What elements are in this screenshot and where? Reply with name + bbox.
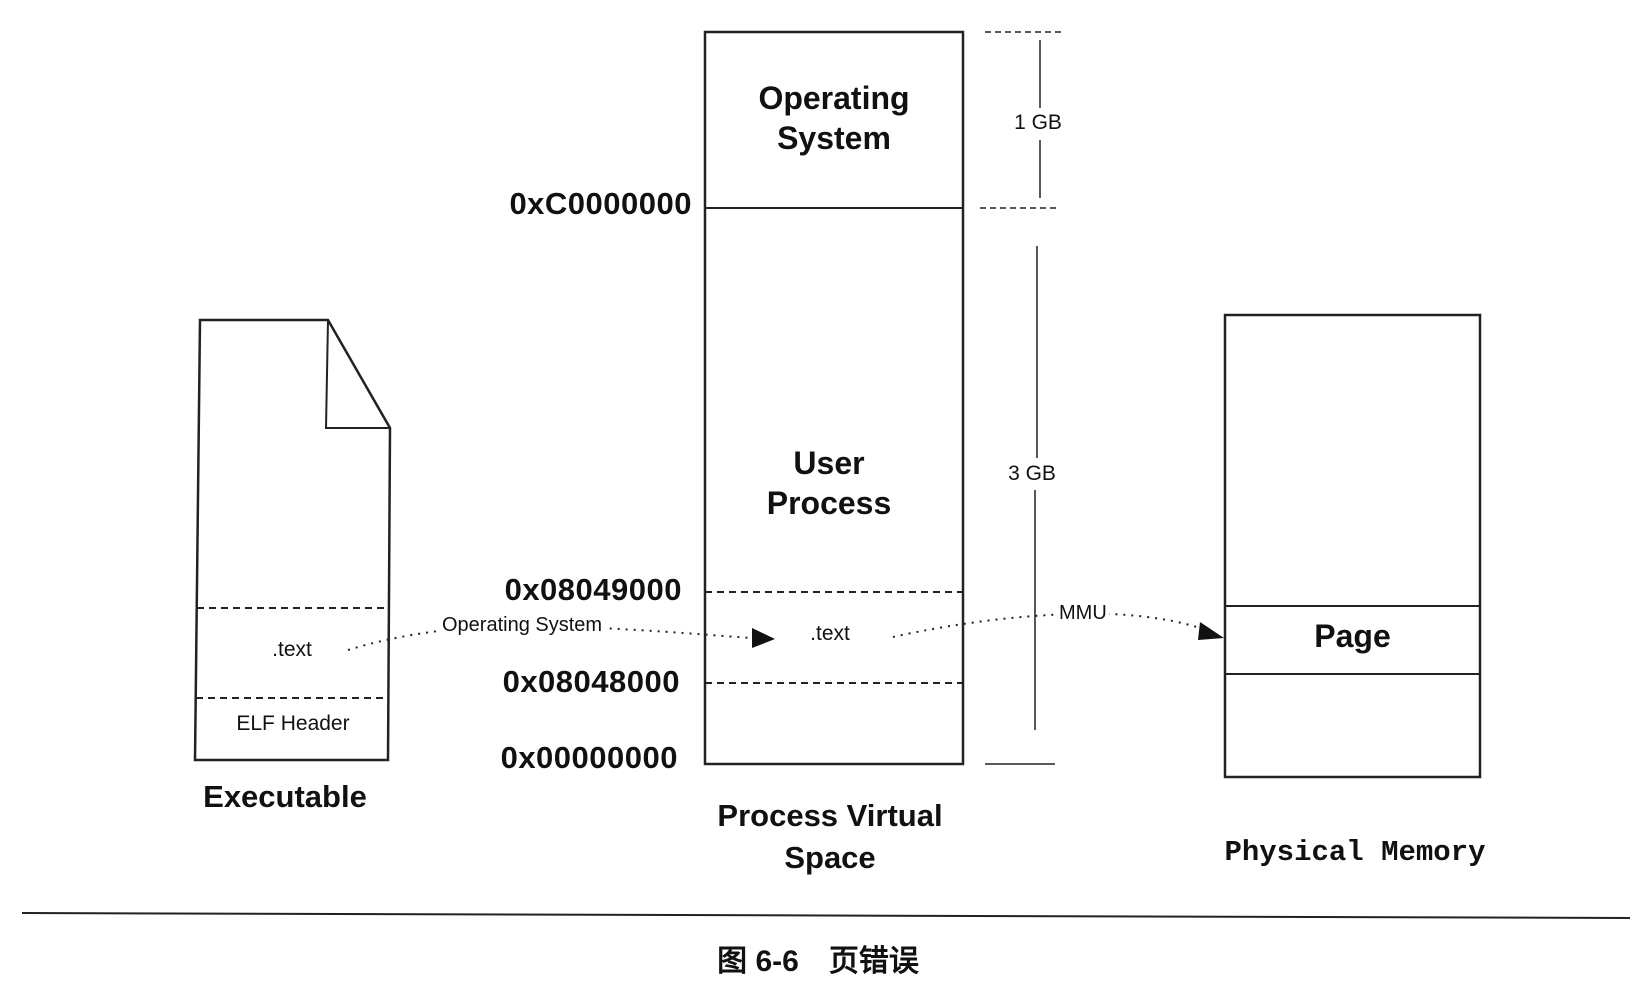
caption-separator [21, 912, 1631, 919]
elf-header-label: ELF Header [236, 712, 350, 735]
address-text-start: 0x08048000 [502, 664, 680, 699]
os-region-label: Operating System [705, 78, 963, 158]
physical-memory-outline [1223, 313, 1482, 779]
figure-caption: 图 6-6 页错误 [717, 945, 919, 978]
executable-file-outline [193, 318, 392, 762]
virtual-space-outline [703, 30, 965, 766]
mmu-arrow-path [892, 612, 1211, 638]
virtual-space-caption: Process Virtual Space [680, 795, 980, 879]
address-text-end: 0x08049000 [504, 572, 682, 607]
user-region-line-1: User [793, 445, 865, 481]
address-zero: 0x00000000 [500, 740, 678, 775]
user-region-label: User Process [700, 443, 958, 523]
page-label: Page [1314, 618, 1391, 654]
executable-caption: Executable [203, 779, 367, 814]
load-arrow-label: Operating System [440, 614, 605, 637]
executable-text-label: .text [272, 638, 312, 661]
size-3gb-label: 3 GB [992, 462, 1072, 486]
mmu-arrow-label: MMU [1057, 602, 1109, 625]
physical-memory-caption: Physical Memory [1224, 836, 1486, 869]
virtual-space-caption-line-1: Process Virtual [717, 798, 943, 833]
virtual-text-label: .text [810, 622, 850, 645]
virtual-space-caption-line-2: Space [784, 840, 876, 875]
os-region-line-2: System [777, 120, 891, 156]
user-region-line-2: Process [766, 485, 892, 521]
os-region-line-1: Operating [758, 80, 910, 116]
mmu-arrow-head [1198, 622, 1224, 640]
executable-file-fold [324, 319, 390, 429]
size-1gb-label: 1 GB [998, 111, 1078, 135]
load-arrow-head [752, 628, 775, 648]
address-kernel-base: 0xC0000000 [509, 186, 692, 221]
